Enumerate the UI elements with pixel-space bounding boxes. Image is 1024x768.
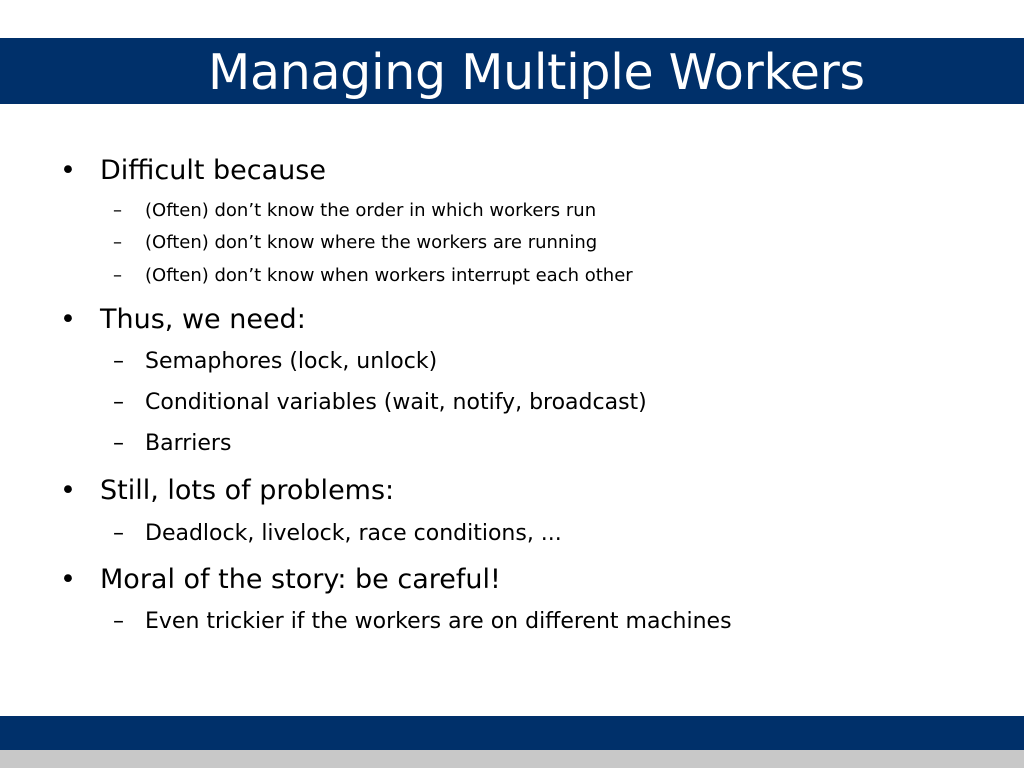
dash-marker: – — [113, 200, 122, 221]
bullet-marker: • — [60, 155, 76, 186]
dash-marker: – — [113, 349, 124, 374]
sub-bullet-text: (Often) don’t know where the workers are… — [145, 232, 598, 253]
dash-marker: – — [113, 521, 124, 546]
sub-bullet-text: (Often) don’t know the order in which wo… — [145, 200, 597, 221]
bullet-marker: • — [60, 304, 76, 335]
sub-bullet-text: Semaphores (lock, unlock) — [145, 349, 438, 374]
bullet-marker: • — [60, 564, 76, 595]
bullet-text: Difficult because — [100, 155, 326, 186]
sub-bullet-text: Deadlock, livelock, race conditions, ... — [145, 521, 562, 546]
sub-bullet-text: (Often) don’t know when workers interrup… — [145, 265, 633, 286]
footer-strip — [0, 750, 1024, 768]
bullet-marker: • — [60, 475, 76, 506]
bullet-text: Moral of the story: be careful! — [100, 564, 501, 595]
bullet-text: Thus, we need: — [100, 304, 306, 335]
title-bar — [0, 38, 1024, 104]
footer-bar — [0, 716, 1024, 750]
dash-marker: – — [113, 232, 122, 253]
dash-marker: – — [113, 431, 124, 456]
dash-marker: – — [113, 265, 122, 286]
sub-bullet-text: Even trickier if the workers are on diff… — [145, 609, 732, 634]
sub-bullet-text: Conditional variables (wait, notify, bro… — [145, 390, 647, 415]
dash-marker: – — [113, 609, 124, 634]
sub-bullet-text: Barriers — [145, 431, 232, 456]
dash-marker: – — [113, 390, 124, 415]
bullet-text: Still, lots of problems: — [100, 475, 395, 506]
slide-title: Managing Multiple Workers — [208, 44, 865, 101]
